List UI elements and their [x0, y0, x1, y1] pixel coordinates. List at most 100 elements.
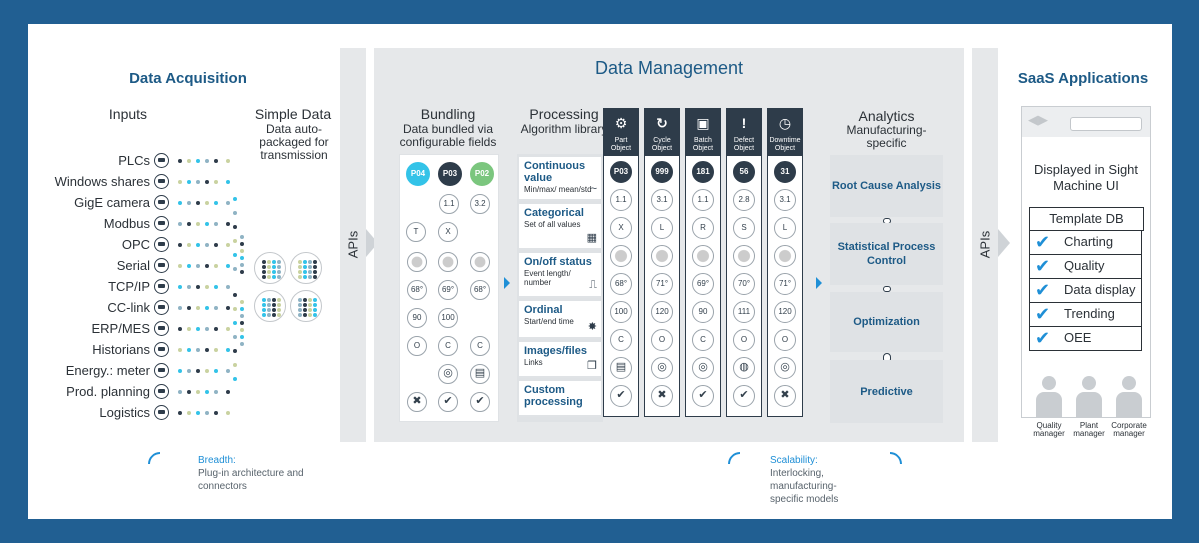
person-label: Corporate manager: [1111, 421, 1147, 438]
connector-dot: [226, 222, 230, 226]
object-cell: 999: [651, 161, 673, 183]
packed-dot: [262, 270, 266, 274]
arrow-right-icon: [998, 229, 1010, 257]
packed-dot: [308, 270, 312, 274]
check-icon: ✔: [1035, 328, 1051, 348]
connector-dot: [196, 264, 200, 268]
object-cell: C: [692, 329, 714, 351]
connector-dot: [240, 342, 244, 346]
processing-row-title: On/off status: [524, 256, 592, 268]
packed-dot: [272, 270, 276, 274]
processing-desc: Algorithm library: [520, 122, 608, 136]
connector-dot: [196, 411, 200, 415]
packed-dot: [262, 303, 266, 307]
connector-dot: [205, 306, 209, 310]
display-text: Displayed in Sight Machine UI: [1033, 162, 1139, 193]
object-cell: ✔: [733, 385, 755, 407]
packed-dot: [303, 275, 307, 279]
connector-dot: [240, 335, 244, 339]
packed-dot: [267, 308, 271, 312]
packed-dot: [303, 298, 307, 302]
connector-dot: [233, 321, 237, 325]
inputs-title: Inputs: [108, 106, 148, 122]
connector-dot: [240, 256, 244, 260]
processing-row-desc: Start/end time: [524, 317, 574, 326]
packed-dot: [303, 308, 307, 312]
connector-dot: [240, 263, 244, 267]
object-cell: 111: [733, 301, 755, 323]
object-cell: 68°: [610, 273, 632, 295]
connector-dot: [187, 369, 191, 373]
bundle-node: O: [407, 336, 427, 356]
connector-dot: [178, 222, 182, 226]
connector-dot: [214, 243, 218, 247]
processing-row-icon: ▦: [586, 232, 597, 244]
check-icon: ✔: [1035, 304, 1051, 324]
packed-dot: [272, 303, 276, 307]
bundling-title: Bundling: [420, 106, 476, 122]
connector-dot: [178, 369, 182, 373]
breadth-desc: Plug-in architecture and connectors: [198, 468, 304, 492]
template-item-label: Trending: [1064, 306, 1115, 321]
template-item-label: Charting: [1064, 234, 1114, 249]
object-cell: [651, 245, 673, 267]
object-header: Part Object: [604, 109, 638, 156]
connector-dot: [214, 348, 218, 352]
plug-icon: [154, 216, 169, 231]
connector-dot: [205, 159, 209, 163]
person-body-icon: [1076, 392, 1102, 418]
plug-icon: [154, 300, 169, 315]
bundle-node-blank: [438, 252, 458, 272]
template-item-label: Quality: [1064, 258, 1105, 273]
packed-dot: [308, 260, 312, 264]
plug-icon: [154, 258, 169, 273]
object-cell: 3.1: [774, 189, 796, 211]
connector-dot: [205, 201, 209, 205]
packed-dot: [313, 313, 317, 317]
packed-dot: [313, 275, 317, 279]
input-label: CC-link: [107, 300, 150, 315]
scalability-title: Scalability:: [770, 455, 818, 466]
packed-data-icon: [254, 290, 286, 322]
connector-dot: [196, 306, 200, 310]
scalability-arrow-left-icon: [723, 447, 757, 481]
input-label: Windows shares: [54, 174, 150, 189]
connector-dot: [214, 327, 218, 331]
connector-dot: [178, 243, 182, 247]
packed-dot: [308, 298, 312, 302]
packed-dot: [277, 308, 281, 312]
connector-dot: [240, 300, 244, 304]
apis-label-right: APIs: [977, 230, 993, 259]
object-cell: 31: [774, 161, 796, 183]
connector-dot: [187, 159, 191, 163]
connector-dot: [205, 222, 209, 226]
packed-dot: [277, 270, 281, 274]
processing-row-icon: ~: [590, 183, 597, 195]
processing-row-title: Categorical: [524, 207, 584, 219]
connector-dot: [196, 180, 200, 184]
packed-dot: [262, 260, 266, 264]
connector-dot: [187, 348, 191, 352]
connector-dot: [187, 222, 191, 226]
bundle-icon-node: ▤: [470, 364, 490, 384]
plug-icon: [154, 279, 169, 294]
packed-dot: [303, 265, 307, 269]
packed-dot: [262, 298, 266, 302]
packed-dot: [298, 260, 302, 264]
input-label: OPC: [121, 237, 150, 252]
connector-dot: [214, 306, 218, 310]
object-cell: O: [733, 329, 755, 351]
packed-dot: [267, 303, 271, 307]
connector-dot: [187, 180, 191, 184]
connector-dot: [187, 306, 191, 310]
processing-row-icon: ✸: [587, 321, 597, 333]
packed-dot: [277, 298, 281, 302]
object-cell: 69°: [692, 273, 714, 295]
connector-dot: [240, 321, 244, 325]
template-item: ✔OEE: [1029, 327, 1142, 351]
check-icon: ✔: [1035, 256, 1051, 276]
bundle-node-blank: [470, 252, 490, 272]
